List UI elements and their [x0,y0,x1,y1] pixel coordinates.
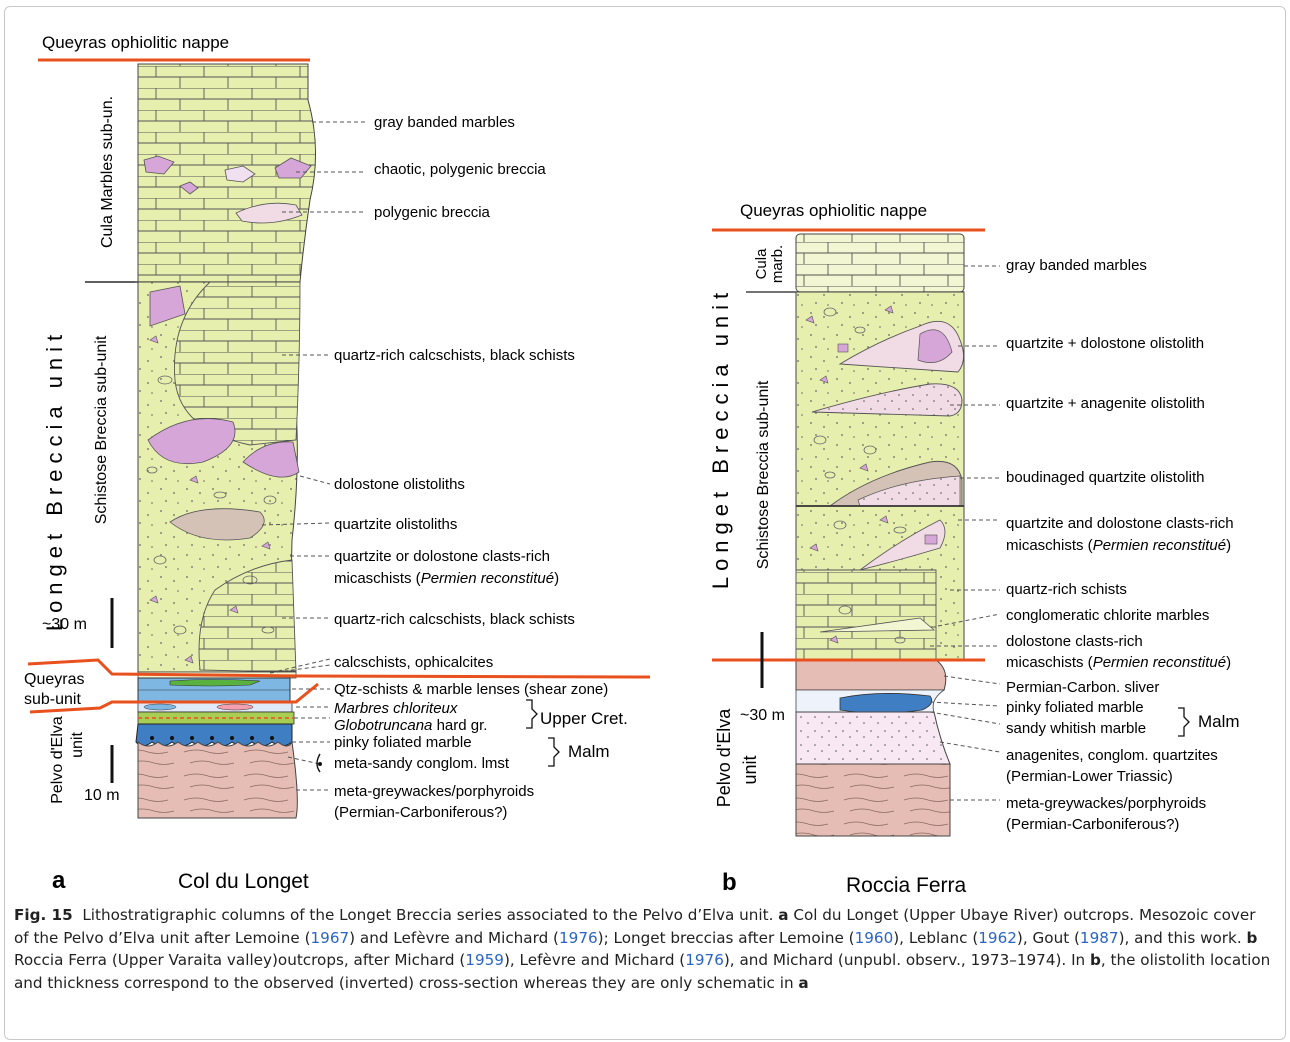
dolostone-olistolith [149,285,186,327]
label-b-permian-sliver: Permian-Carbon. sliver [1006,679,1159,696]
age-malm-a: Malm [568,742,610,761]
top-label-a: Queyras ophiolitic nappe [42,33,229,52]
caption-label: Fig. 15 [14,906,73,924]
top-label-b: Queyras ophiolitic nappe [740,201,927,220]
brace-malm-a [548,737,560,767]
citation-link[interactable]: 1962 [978,928,1017,947]
subunit-lower-b: Schistose Breccia sub-unit [755,380,772,569]
label-b-conglomeratic: conglomeratic chlorite marbles [1006,607,1209,624]
label-b-dolostone-clasts: dolostone clasts-rich [1006,633,1143,650]
label-a-greywackes: meta-greywackes/porphyroids [334,783,534,800]
pelvo-label-a-2: unit [69,732,86,758]
label-b-boudinaged: boudinaged quartzite olistolith [1006,469,1204,486]
locality-b: Roccia Ferra [846,874,967,897]
brace-upper-cret [526,699,538,729]
citation-link[interactable]: 1976 [559,928,598,947]
label-b-pinky-marble: pinky foliated marble [1006,699,1144,716]
label-a-calcschists-upper: quartz-rich calcschists, black schists [334,347,575,364]
age-malm-b: Malm [1198,712,1240,731]
lower-contact-a [29,682,319,714]
panel-letter-b: b [722,869,737,896]
panel-letter-a: a [52,867,66,894]
label-a-permian-carboniferous: (Permian-Carboniferous?) [334,804,507,821]
subunit-upper-b-1: Cula [753,248,770,280]
citation-link[interactable]: 1976 [685,951,724,969]
label-a-pinky-marble: pinky foliated marble [334,734,472,751]
subunit-upper-b-2: marb. [769,245,786,283]
age-upper-cret: Upper Cret. [540,709,628,728]
pelvo-label-b-1: Pelvo d'Elva [714,708,734,807]
unit-label-a: Longet Breccia unit [42,329,67,631]
label-b-permian-lower-triassic: (Permian-Lower Triassic) [1006,768,1173,785]
citation-link[interactable]: 1967 [310,928,350,947]
queyras-sub-label-2: sub-unit [24,691,81,708]
upper-contact-a [27,658,651,679]
label-a-micaschists: micaschists (Permien reconstitué) [334,570,559,587]
label-a-marbres-chloriteux: Marbres chloriteux [334,700,458,717]
stratigraphic-figure: Queyras ophiolitic nappe [24,33,1240,897]
pelvo-label-a-1: Pelvo d'Elva [49,716,66,804]
scale-30m-a: ~30 m [42,616,87,633]
leaders-b [929,265,1001,801]
queyras-sub-label-1: Queyras [24,671,84,688]
label-a-clasts-rich: quartzite or dolostone clasts-rich [334,548,550,565]
citation-link[interactable]: 1960 [854,928,894,947]
column-b: Queyras ophiolitic nappe [708,201,1240,897]
label-a-polygenic-breccia: polygenic breccia [374,204,491,221]
figure-caption: Fig. 15 Lithostratigraphic columns of th… [14,906,1271,992]
label-b-micaschists-2: micaschists (Permien reconstitué) [1006,654,1231,671]
locality-a: Col du Longet [178,870,309,893]
label-a-dolostone-olistoliths: dolostone olistoliths [334,476,465,493]
label-a-ophicalcites: calcschists, ophicalcites [334,654,493,671]
label-b-quartz-rich-schists: quartz-rich schists [1006,581,1127,598]
label-b-micaschists-1: micaschists (Permien reconstitué) [1006,537,1231,554]
label-b-quartzite-dolostone: quartzite + dolostone olistolith [1006,335,1204,352]
figure-frame [4,6,1286,1040]
label-b-clasts-rich: quartzite and dolostone clasts-rich [1006,515,1234,532]
brace-malm-b [1178,707,1190,737]
citation-link[interactable]: 1959 [465,951,504,969]
permian-sliver-layer-b [795,659,947,691]
label-a-shear-zone: Qtz-schists & marble lenses (shear zone) [334,681,608,698]
subunit-upper-a: Cula Marbles sub-un. [99,96,116,248]
pelvo-label-b-2: unit [740,755,760,784]
unit-label-b: Longet Breccia unit [708,287,733,589]
breccia-clast [143,155,175,175]
label-b-sandy-whitish: sandy whitish marble [1006,720,1146,737]
label-a-gray-banded-marbles: gray banded marbles [374,114,515,131]
label-a-quartzite-olistoliths: quartzite olistoliths [334,516,457,533]
column-a: Queyras ophiolitic nappe [24,33,651,894]
label-a-meta-sandy: meta-sandy conglom. lmst [334,755,510,772]
label-a-chaotic-breccia: chaotic, polygenic breccia [374,161,546,178]
label-a-globotruncana: Globotruncana hard gr. [334,717,487,734]
label-b-anagenites: anagenites, conglom. quartzites [1006,747,1218,764]
malm-layer-b [839,693,933,714]
scale-30m-b: ~30 m [740,707,785,724]
label-b-gray-banded-marbles: gray banded marbles [1006,257,1147,274]
scale-10m-a: 10 m [84,787,120,804]
leaders-a [261,121,366,791]
label-a-calcschists-lower: quartz-rich calcschists, black schists [334,611,575,628]
label-b-quartzite-anagenite: quartzite + anagenite olistolith [1006,395,1205,412]
subunit-lower-a: Schistose Breccia sub-unit [93,335,110,524]
label-b-greywackes: meta-greywackes/porphyroids [1006,795,1206,812]
citation-link[interactable]: 1987 [1079,928,1119,947]
label-b-permian-carboniferous: (Permian-Carboniferous?) [1006,816,1179,833]
